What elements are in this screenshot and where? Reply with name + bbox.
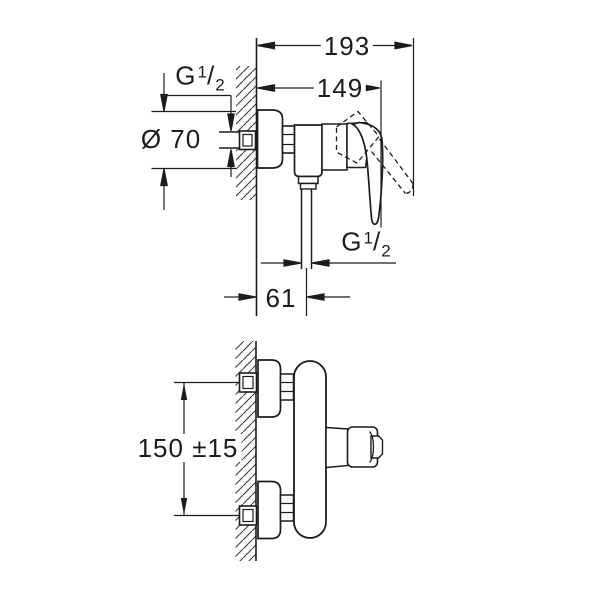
thread-outlet-slash: /	[373, 226, 382, 257]
hex-nut-bottom	[279, 494, 295, 522]
handle-knob-tip	[370, 435, 384, 459]
wall-union-bottom	[238, 505, 258, 526]
dim-61-arrow-left	[238, 293, 257, 301]
side-view	[219, 38, 414, 316]
outlet-collar	[299, 182, 317, 190]
dim-g-outlet-arrow-left	[311, 259, 330, 267]
wall-union-bottom-inner	[242, 508, 254, 523]
escutcheon-top	[257, 359, 282, 418]
dim-label-61: 61	[262, 284, 300, 312]
escutcheon	[256, 109, 284, 169]
thread-inlet-prefix: G	[175, 60, 198, 91]
dim-61-arrow-right	[306, 293, 325, 301]
lever-raised-dashed	[335, 110, 380, 164]
thread-inlet-slash: /	[207, 60, 216, 91]
dim-149-arrow-left	[257, 83, 276, 93]
cartridge-section	[321, 123, 348, 171]
dim-150-arrow-down	[180, 498, 188, 515]
dim-label-149: 149	[313, 74, 367, 102]
hex-nut-top	[279, 373, 295, 401]
dim-193-arrow-left	[257, 41, 276, 50]
thread-label-outlet: G1/2	[338, 226, 394, 261]
dim-g-inlet-arrow-down	[227, 113, 235, 132]
handle-knob-dome-arc	[368, 431, 375, 463]
dim-label-diameter-70: Ø 70	[137, 125, 205, 153]
dim-g-inlet-arrow-up	[227, 149, 235, 168]
wall-union-top	[238, 372, 258, 393]
hex-nut	[281, 125, 296, 154]
dim-label-193: 193	[320, 32, 374, 60]
mixer-body	[293, 360, 327, 539]
dim-193-arrow-right	[394, 41, 413, 50]
thread-outlet-numerator: 1	[363, 228, 373, 248]
outlet-flange	[297, 175, 319, 185]
dim-label-150: 150 ±15	[134, 434, 242, 462]
thread-inlet-numerator: 1	[197, 62, 207, 82]
escutcheon-bottom	[257, 480, 282, 540]
dim-70-arrow-up	[160, 168, 168, 187]
mixer-body	[293, 124, 323, 178]
handle-neck	[325, 426, 349, 469]
dim-70-arrow-down	[160, 93, 168, 112]
thread-label-inlet: G1/2	[172, 60, 228, 95]
wall-union-inner	[242, 133, 253, 147]
thread-outlet-denominator: 2	[381, 241, 391, 261]
inlet-stub	[219, 132, 239, 148]
wall-union-top-inner	[242, 375, 254, 390]
thread-inlet-denominator: 2	[215, 75, 225, 95]
thread-outlet-prefix: G	[341, 226, 364, 257]
dim-g-outlet-arrow-right	[283, 259, 302, 267]
dim-150-arrow-up	[180, 383, 188, 400]
wall-union	[238, 130, 257, 151]
